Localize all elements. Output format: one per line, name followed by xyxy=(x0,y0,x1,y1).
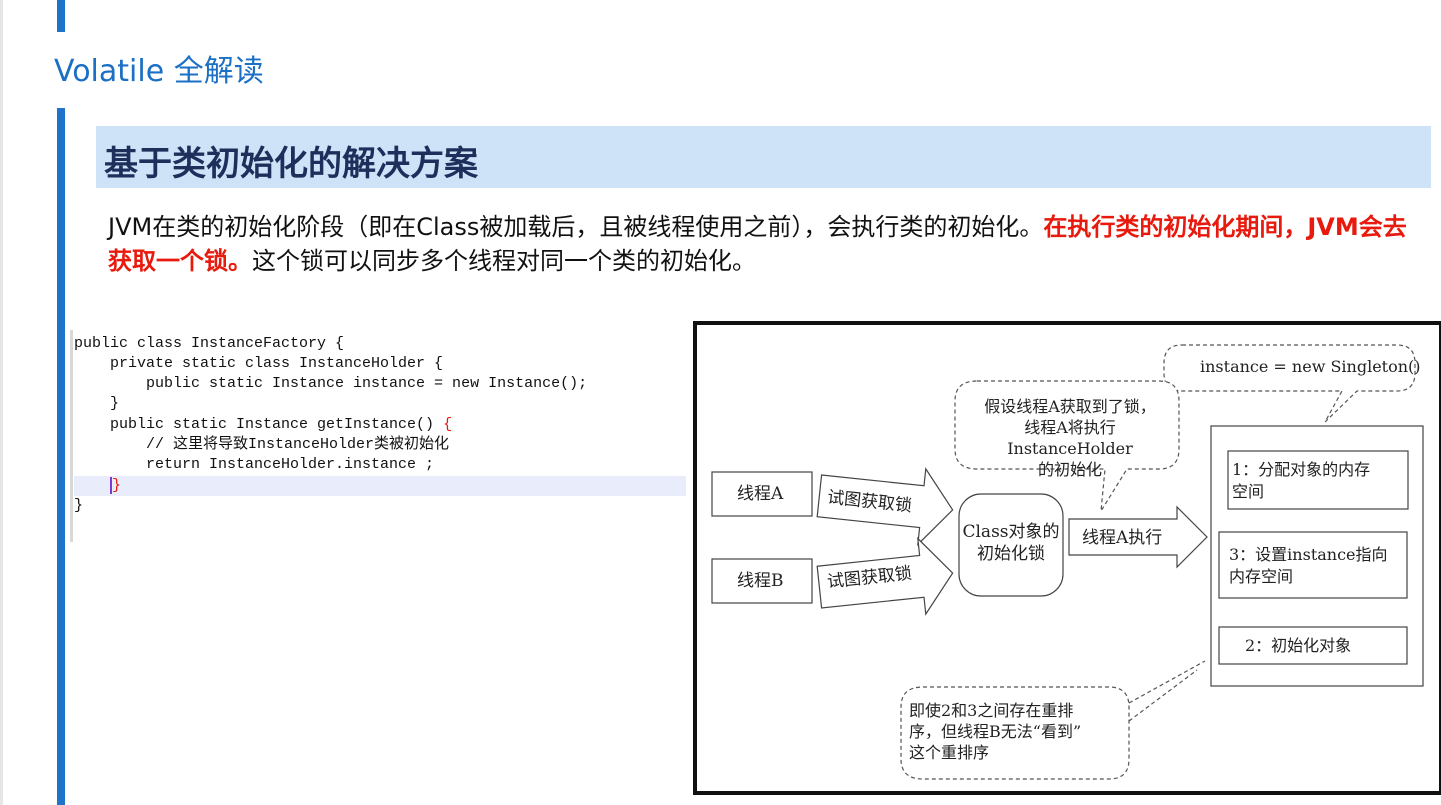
step-2-box xyxy=(1218,626,1408,665)
code-line-7: return InstanceHolder.instance ; xyxy=(74,456,435,473)
section-accent-bar xyxy=(57,108,65,805)
bubble-bottom-pointer xyxy=(1128,660,1206,722)
code-line-9: } xyxy=(74,497,84,514)
exec-arrow-label: 线程A执行 xyxy=(1082,528,1163,548)
diagram-shapes xyxy=(711,344,1424,780)
step-3-box xyxy=(1218,531,1408,599)
code-line-8-current[interactable]: } xyxy=(74,476,686,496)
step-1-box xyxy=(1227,450,1409,510)
code-line-3: public static Instance instance = new In… xyxy=(74,375,588,392)
code-line-6: // 这里将导致InstanceHolder类被初始化 xyxy=(74,436,450,453)
code-line-5: public static Instance getInstance() { xyxy=(74,415,686,435)
section-title: 基于类初始化的解决方案 xyxy=(104,144,478,184)
paragraph-text-end: 这个锁可以同步多个线程对同一个类的初始化。 xyxy=(252,247,756,275)
code-snippet: public class InstanceFactory { private s… xyxy=(70,330,690,542)
bubble-top-text: instance = new Singleton() xyxy=(1200,357,1421,376)
bubble-bottom-shape xyxy=(900,686,1130,780)
code-line-2: private static class InstanceHolder { xyxy=(74,355,444,372)
exec-arrow-shape xyxy=(1068,505,1208,569)
thread-a-label: 线程A xyxy=(737,484,784,504)
code-gutter xyxy=(70,330,73,542)
paragraph-highlight: 在执行类的初始化期间，JVM会去获取一个锁。 xyxy=(108,213,1407,275)
left-rule xyxy=(0,0,3,805)
step-2-text: 2：初始化对象 xyxy=(1245,636,1352,655)
code-open-brace: { xyxy=(443,416,453,433)
bubble-top-shape xyxy=(1163,344,1416,423)
top-accent-bar xyxy=(57,0,65,32)
bubble-bottom-text: 即使2和3之间存在重排 序，但线程B无法“看到” 这个重排序 xyxy=(909,701,1082,762)
thread-b-label: 线程B xyxy=(737,571,784,591)
code-line-5-text: public static Instance getInstance() xyxy=(74,416,444,433)
code-line-4: } xyxy=(74,395,120,412)
page-title: Volatile 全解读 xyxy=(54,54,264,89)
code-line-8-indent xyxy=(74,477,110,494)
step-3-text: 3：设置instance指向 内存空间 xyxy=(1229,545,1388,586)
bubble-mid-text: 假设线程A获取到了锁， 线程A将执行InstanceHolder 的初始化 xyxy=(984,397,1156,479)
code-close-brace: } xyxy=(110,477,122,494)
description-paragraph: JVM在类的初始化阶段（即在Class被加载后，且被线程使用之前），会执行类的初… xyxy=(108,210,1408,278)
lock-label: Class对象的 初始化锁 xyxy=(962,522,1060,564)
step-1-text: 1：分配对象的内存 空间 xyxy=(1232,460,1371,501)
arrow-b-shape xyxy=(816,536,954,616)
lock-box xyxy=(958,493,1064,597)
thread-a-box xyxy=(711,471,813,517)
thread-b-box xyxy=(711,558,813,604)
arrow-a-shape xyxy=(816,467,954,547)
class-init-lock-diagram: 线程A 线程B 试图获取锁 试图获取锁 Class对象的 初始化锁 线程A执行 … xyxy=(693,321,1441,795)
bubble-mid-shape xyxy=(954,380,1180,512)
paragraph-text: JVM在类的初始化阶段（即在Class被加载后，且被线程使用之前），会执行类的初… xyxy=(108,213,1044,241)
code-line-1: public class InstanceFactory { xyxy=(74,335,345,352)
section-header xyxy=(96,126,1431,188)
